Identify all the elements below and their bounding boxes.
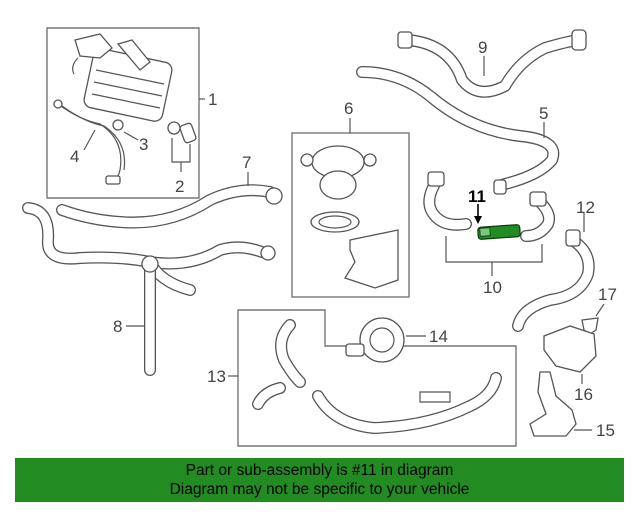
- hose-assembly-left: 8: [22, 202, 276, 376]
- hose-pair-10: 10 11: [423, 171, 555, 297]
- callout-5: 5: [539, 104, 548, 123]
- heater-body: [83, 48, 173, 122]
- callout-9: 9: [478, 38, 487, 57]
- bolt-3: [112, 119, 124, 131]
- leader-3: [123, 131, 139, 141]
- callout-17: 17: [598, 285, 617, 304]
- callout-11: 11: [468, 187, 486, 206]
- part-info-banner: Part or sub-assembly is #11 in diagram D…: [15, 458, 624, 502]
- hose-9-end-left: [397, 31, 413, 49]
- pump-port-right: [363, 153, 377, 167]
- banner-line-2: Diagram may not be specific to your vehi…: [169, 481, 470, 498]
- pipe-group-frame: [237, 309, 517, 447]
- bracket-15: 15: [529, 371, 615, 440]
- heater-connector: [72, 57, 79, 75]
- leader-11-arrow: [474, 216, 482, 224]
- banner-line-1: Part or sub-assembly is #11 in diagram: [185, 462, 454, 479]
- callout-13: 13: [207, 367, 226, 386]
- callout-12: 12: [576, 198, 595, 217]
- heater-assembly-group: 1 2 3 4: [46, 27, 217, 199]
- pump-port-left: [300, 153, 314, 167]
- pipe-bracket: [419, 391, 451, 403]
- leader-10: [445, 236, 543, 276]
- pump-outlet: [345, 343, 365, 357]
- hose-5-end: [493, 179, 507, 195]
- heater-group-frame: [46, 27, 200, 199]
- hose-10-left-end: [427, 171, 445, 187]
- callout-15: 15: [596, 421, 615, 440]
- hose-7: 7: [56, 153, 283, 229]
- washer-2: [167, 121, 181, 135]
- clamp-ring: [310, 211, 360, 233]
- wire-harness: [57, 103, 122, 183]
- hose-12: 12: [512, 198, 595, 332]
- hose-9-end-right: [571, 29, 587, 51]
- heater-bracket-right: [116, 39, 151, 71]
- connector-11[interactable]: [477, 224, 521, 240]
- callout-6: 6: [344, 99, 353, 118]
- hose-12-end: [565, 229, 581, 247]
- callout-7: 7: [242, 153, 251, 172]
- callout-14: 14: [429, 327, 448, 346]
- harness-plug: [105, 175, 121, 185]
- ground-eyelet: [53, 99, 63, 109]
- hose-10-right-end: [529, 191, 547, 207]
- callout-2: 2: [175, 177, 184, 196]
- callout-4: 4: [70, 147, 79, 166]
- callout-8: 8: [113, 317, 122, 336]
- leader-17: [595, 303, 605, 317]
- callout-10: 10: [483, 278, 502, 297]
- shield-16: 16: [543, 325, 597, 404]
- callout-3: 3: [139, 135, 148, 154]
- heater-ribs: [91, 69, 165, 109]
- clip-17: 17: [581, 285, 617, 335]
- bolt-2: [179, 122, 197, 144]
- hose-9: 9: [397, 29, 587, 98]
- pump-bracket-group: 6: [291, 99, 410, 298]
- callout-1: 1: [208, 90, 217, 109]
- electric-pump-14: [359, 317, 405, 363]
- tee-fitting: [141, 255, 159, 273]
- parts-diagram: 1 2 3 4 9 5 6: [22, 27, 617, 447]
- callout-16: 16: [574, 385, 593, 404]
- leader-4: [83, 129, 96, 151]
- pump-pipe-group: 14 13: [207, 309, 517, 447]
- hose-5: 5: [356, 66, 560, 195]
- heater-bracket: [74, 33, 113, 59]
- hose-end-fitting: [260, 245, 276, 261]
- hose-7-fitting: [265, 187, 283, 205]
- mount-bracket: [344, 229, 399, 289]
